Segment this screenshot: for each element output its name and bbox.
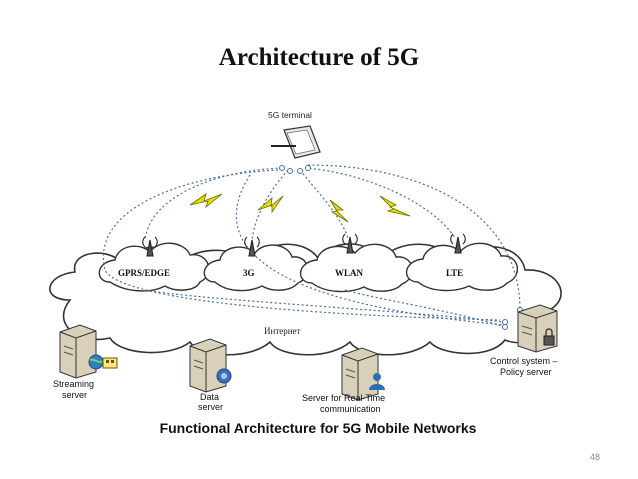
link-terminal-control-right bbox=[307, 164, 521, 311]
lock-icon bbox=[543, 328, 555, 346]
antenna-icon bbox=[142, 236, 158, 257]
link-3g-control bbox=[235, 174, 506, 326]
cloud-lte bbox=[405, 242, 518, 292]
film-icon bbox=[102, 357, 118, 369]
slide-title: Architecture of 5G bbox=[218, 44, 420, 71]
control-server-label-2: Policy server bbox=[500, 367, 552, 377]
link-gprs-control bbox=[144, 289, 506, 323]
cloud-label-lte: LTE bbox=[446, 268, 463, 278]
cloud-3g bbox=[203, 244, 309, 292]
streaming-server-label-1: Streaming bbox=[53, 379, 94, 389]
terminal-connectors bbox=[279, 165, 523, 330]
internet-label: Интернет bbox=[264, 326, 301, 336]
diagram-caption: Functional Architecture for 5G Mobile Ne… bbox=[160, 420, 477, 436]
cloud-label-wlan: WLAN bbox=[335, 268, 364, 278]
cloud-wlan bbox=[299, 243, 413, 293]
server-icon bbox=[341, 347, 379, 401]
user-icon bbox=[369, 373, 385, 390]
data-server: Data server bbox=[189, 338, 232, 412]
control-server-label-1: Control system – bbox=[490, 356, 558, 366]
link-terminal-wlan bbox=[299, 169, 349, 239]
lightning-icon bbox=[257, 195, 284, 214]
data-server-label-2: server bbox=[198, 402, 223, 412]
terminal-label: 5G terminal bbox=[268, 110, 312, 120]
server-icon bbox=[189, 338, 227, 393]
dotted-links bbox=[102, 164, 521, 328]
lightning-bolts bbox=[189, 193, 411, 223]
link-wlan-control bbox=[344, 289, 506, 328]
lightning-icon bbox=[379, 195, 411, 217]
page-number: 48 bbox=[589, 452, 600, 462]
realtime-server: Server for Real-Time communication bbox=[302, 347, 385, 414]
antenna-icon bbox=[450, 233, 466, 254]
globe-icon bbox=[216, 368, 232, 384]
control-server: Control system – Policy server bbox=[490, 304, 558, 377]
cloud-label-gprs-edge: GPRS/EDGE bbox=[118, 268, 170, 278]
cloud-label-3g: 3G bbox=[243, 268, 255, 278]
cloud-gprs-edge bbox=[98, 242, 210, 292]
link-terminal-3g bbox=[251, 169, 289, 241]
terminal-device: 5G terminal bbox=[268, 110, 321, 159]
server-icon bbox=[59, 324, 97, 379]
globe-icon bbox=[88, 354, 104, 370]
realtime-server-label-1: Server for Real-Time bbox=[302, 393, 385, 403]
realtime-server-label-2: communication bbox=[320, 404, 381, 414]
antenna-icon bbox=[244, 236, 260, 257]
streaming-server-label-2: server bbox=[62, 390, 87, 400]
antenna-icon bbox=[342, 233, 358, 254]
link-terminal-gprs bbox=[144, 167, 283, 241]
link-terminal-lte bbox=[304, 167, 456, 239]
phone-icon bbox=[271, 125, 321, 159]
data-server-label-1: Data bbox=[200, 392, 219, 402]
lightning-icon bbox=[329, 199, 349, 223]
lightning-icon bbox=[189, 193, 223, 209]
streaming-server: Streaming server bbox=[53, 324, 118, 400]
antennas bbox=[142, 233, 466, 257]
